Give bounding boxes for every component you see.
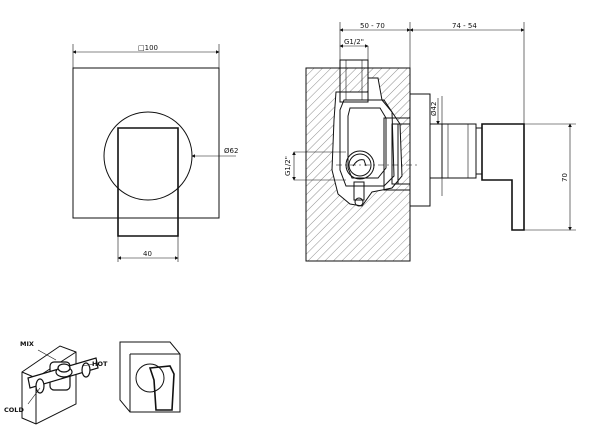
dim-diameter-side-label: Ø42 — [430, 102, 438, 116]
dim-thread-top-label: G1/2" — [344, 38, 364, 46]
dim-height-label: 70 — [561, 173, 569, 182]
finished-handle — [148, 365, 175, 411]
dim-thread-left-label: G1/2" — [284, 156, 292, 176]
side-plate — [409, 93, 431, 207]
cover-plate — [72, 67, 220, 219]
dim-depth-out-label: 74 - 54 — [452, 22, 477, 30]
dim-handle-width-label: 40 — [143, 250, 152, 258]
dim-width-label: □100 — [138, 44, 158, 52]
side-view: 50 - 70 74 - 54 G1/2" G1/2" Ø42 70 — [284, 22, 576, 262]
install-view: MIX HOT COLD — [4, 340, 108, 425]
mix-label: MIX — [20, 340, 34, 348]
dim-depth-wall-label: 50 - 70 — [360, 22, 385, 30]
finished-rosette — [135, 363, 165, 393]
side-rosette — [441, 123, 477, 179]
cold-label: COLD — [4, 406, 24, 414]
front-view: □100 Ø62 40 — [72, 44, 238, 262]
side-handle — [481, 123, 525, 231]
hot-label: HOT — [92, 360, 108, 368]
finished-view — [119, 341, 181, 413]
top-inlet — [339, 59, 369, 103]
finished-plate — [119, 341, 181, 413]
handle-lever — [117, 127, 179, 237]
dim-diameter-label: Ø62 — [224, 147, 238, 155]
